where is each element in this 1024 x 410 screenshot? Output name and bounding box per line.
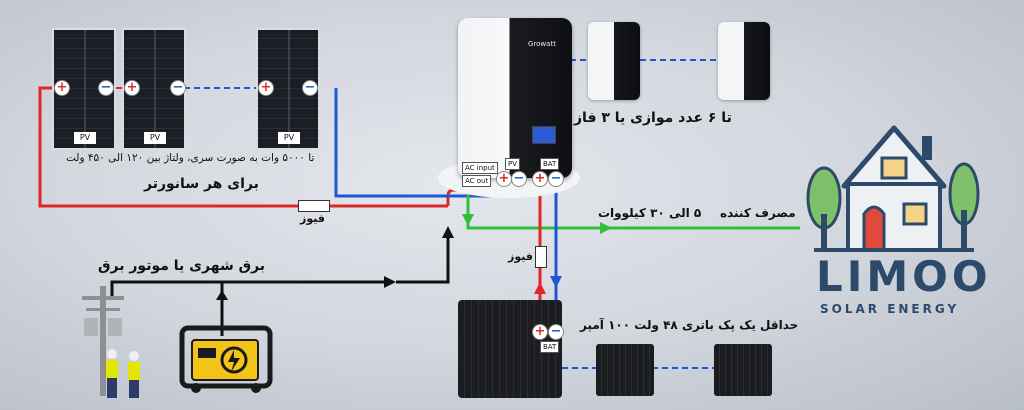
battery-bat-tag: BAT (540, 341, 560, 353)
ac-input-port: AC input (462, 162, 498, 174)
panel-positive-terminal: + (258, 80, 274, 96)
grid-to-inverter-wire (396, 230, 450, 284)
inverter-bat-negative: − (548, 171, 564, 187)
parallel-label: تا ۶ عدد موازی یا ۳ فاز (574, 110, 732, 126)
inverter-pv-negative: − (511, 171, 527, 187)
house-icon (806, 125, 980, 252)
grid-wire (110, 280, 384, 300)
solar-panel-icon: PV (52, 28, 116, 150)
main-inverter: Growatt (458, 18, 572, 178)
ac-out-arrow (600, 222, 612, 234)
ac-out-down-arrow (462, 214, 474, 226)
per-inverter-label: برای هر سانورتر (144, 176, 259, 192)
ac-out-port: AC out (462, 175, 492, 187)
bat-port: BAT (540, 158, 560, 170)
grid-arrow (384, 276, 396, 288)
generator-arrow (216, 290, 228, 300)
pv-tag: PV (144, 132, 166, 144)
battery-positive-terminal: + (532, 324, 548, 340)
pv-port: PV (505, 158, 521, 170)
battery-pack-parallel (714, 344, 772, 396)
grid-source-label: برق شهری یا موتور برق (98, 258, 266, 274)
panel-negative-terminal: − (302, 80, 318, 96)
consumer-power-label: ۵ الی ۳۰ کیلووات (598, 206, 702, 220)
ac-input-arrow (442, 226, 454, 238)
battery-negative-terminal: − (548, 324, 564, 340)
pv-tag: PV (74, 132, 96, 144)
pv-fuse (298, 200, 330, 212)
pv-fuse-label: فیوز (300, 212, 325, 225)
consumer-label: مصرف کننده (720, 206, 796, 220)
utility-pole-icon (82, 286, 124, 396)
parallel-inverter (718, 22, 770, 100)
battery-fuse-label: فیوز (508, 250, 533, 263)
ac-out-wire (466, 183, 800, 230)
inverter-bat-positive: + (532, 171, 548, 187)
battery-down-arrow (550, 276, 562, 288)
pv-range-label: تا ۵۰۰۰ وات به صورت سری، ولتاژ بین ۱۲۰ ا… (66, 152, 315, 164)
inverter-pv-positive: + (496, 171, 512, 187)
panel-positive-terminal: + (124, 80, 140, 96)
pv-positive-wire (38, 86, 448, 208)
battery-fuse (535, 246, 547, 268)
battery-min-label: حداقل یک پک باتری ۴۸ ولت ۱۰۰ آمپر (580, 318, 799, 332)
pv-negative-wire (334, 88, 486, 198)
pv-tag: PV (278, 132, 300, 144)
panel-positive-terminal: + (54, 80, 70, 96)
battery-up-arrow (534, 282, 546, 294)
workers-icon (106, 349, 140, 398)
inverter-brand: Growatt (528, 40, 556, 48)
parallel-inverter (588, 22, 640, 100)
inverter-screen (532, 126, 556, 144)
brand-tagline: SOLAR ENERGY (820, 302, 960, 316)
panel-negative-terminal: − (98, 80, 114, 96)
generator-icon (179, 325, 273, 393)
panel-negative-terminal: − (170, 80, 186, 96)
battery-pack-parallel (596, 344, 654, 396)
brand-logo: LIMOO (816, 252, 992, 301)
